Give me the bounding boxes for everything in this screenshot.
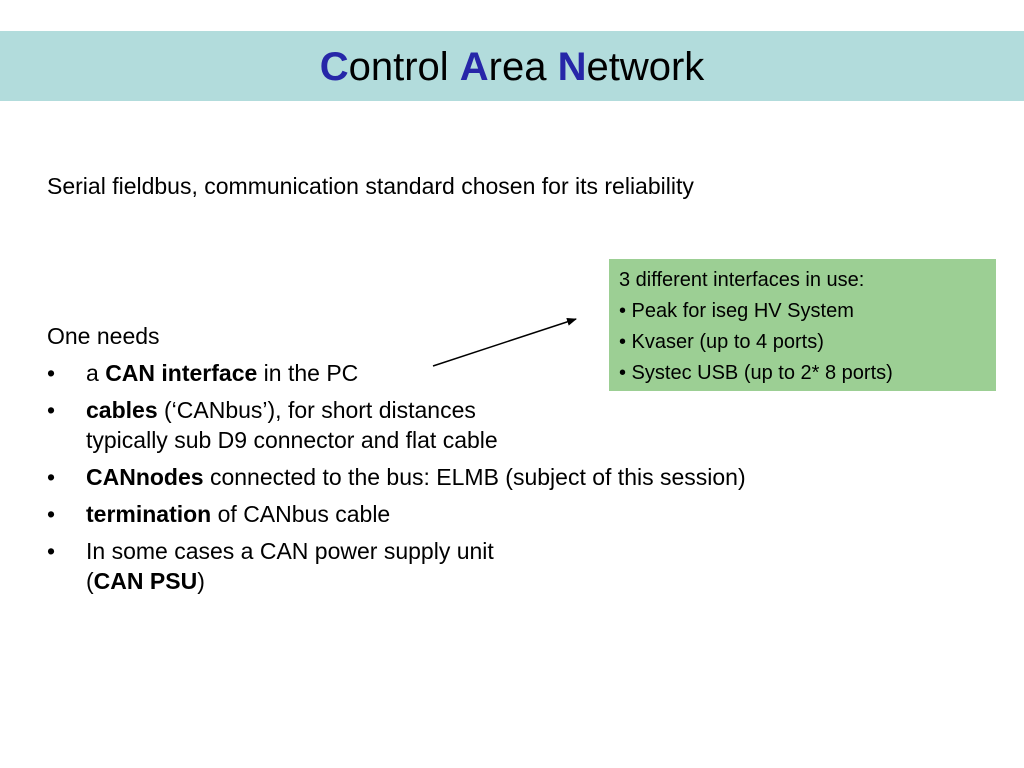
title-initial-n: N: [557, 45, 587, 89]
callout-item: • Systec USB (up to 2* 8 ports): [619, 362, 893, 384]
bullet-continuation: typically sub D9 connector and flat cabl…: [86, 427, 498, 453]
bullet-dot: •: [47, 538, 56, 564]
bullet-continuation: (CAN PSU): [86, 566, 746, 596]
bullet-bold-text: cables: [86, 397, 158, 423]
bullet-can-psu: • In some cases a CAN power supply unit (…: [47, 536, 746, 596]
bullet-bold-text: termination: [86, 501, 212, 527]
bullet-text: in the PC: [257, 360, 359, 386]
slide-title: Control Area Network: [0, 43, 1024, 91]
bullet-text: (‘CANbus’), for short distances: [157, 397, 476, 423]
title-bar: Control Area Network: [0, 31, 1024, 101]
bullet-text: connected to the bus: ELMB (subject of t…: [203, 464, 746, 490]
bullet-text: of CANbus cable: [211, 501, 391, 527]
subtitle: Serial fieldbus, communication standard …: [47, 173, 694, 199]
callout-heading: 3 different interfaces in use:: [619, 269, 865, 291]
title-initial-c: C: [319, 45, 349, 89]
requirements-heading: One needs: [47, 323, 160, 349]
requirements-list: • a CAN interface in the PC • cables (‘CAN…: [47, 358, 746, 596]
title-text-area: rea: [488, 45, 558, 89]
bullet-dot: •: [47, 464, 56, 490]
title-text-control: ontrol: [348, 45, 460, 89]
bullet-dot: •: [47, 397, 56, 423]
bullet-text: In some cases a CAN power supply unit: [86, 538, 494, 564]
requirements-section: One needs • a CAN interface in the PC • ca…: [47, 321, 746, 596]
title-text-network: etwork: [586, 45, 705, 89]
bullet-dot: •: [47, 360, 56, 386]
callout-item: • Peak for iseg HV System: [619, 300, 854, 322]
bullet-bold-text: CANnodes: [86, 464, 204, 490]
bullet-cannodes: • CANnodes connected to the bus: ELMB (su…: [47, 462, 746, 492]
bullet-can-interface: • a CAN interface in the PC: [47, 358, 746, 388]
bullet-text: a: [86, 360, 106, 386]
interfaces-callout: 3 different interfaces in use: • Peak fo…: [609, 259, 996, 391]
bullet-bold-text: CAN interface: [105, 360, 258, 386]
bullet-text: (: [86, 568, 94, 594]
bullet-text: ): [197, 568, 205, 594]
callout-item: • Kvaser (up to 4 ports): [619, 331, 824, 353]
title-initial-a: A: [459, 45, 489, 89]
bullet-termination: • termination of CANbus cable: [47, 499, 746, 529]
bullet-bold-text: CAN PSU: [93, 568, 198, 594]
bullet-dot: •: [47, 501, 56, 527]
bullet-cables: •cables (‘CANbus’), for short distances …: [47, 395, 746, 455]
